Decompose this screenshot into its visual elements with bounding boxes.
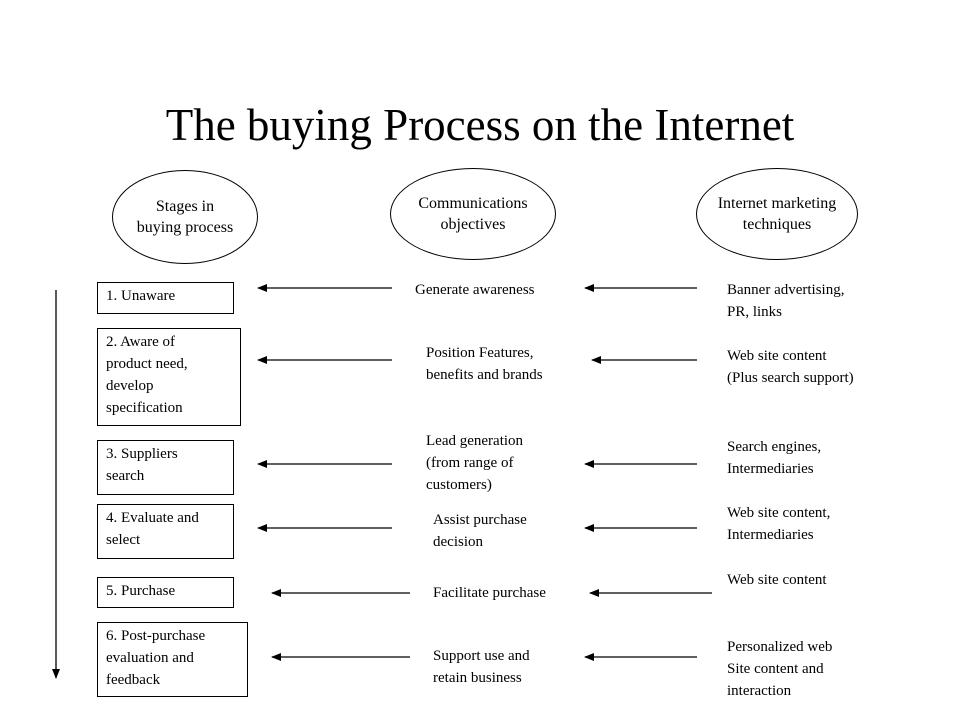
objective-1: Generate awareness [415,282,535,298]
stage-box-3: 3. Suppliers search [97,440,234,495]
technique-3: Search engines, Intermediaries [727,439,822,477]
stage-box-6: 6. Post-purchase evaluation and feedback [97,622,248,697]
stage-box-1: 1. Unaware [97,282,234,314]
objective-4: Assist purchase decision [433,512,527,550]
page-title: The buying Process on the Internet [165,100,795,150]
header-stages: Stages in buying process [112,170,258,264]
technique-5: Web site content [727,572,827,588]
objective-3: Lead generation (from range of customers… [426,433,524,493]
technique-2: Web site content (Plus search support) [727,348,854,386]
stage-box-5: 5. Purchase [97,577,234,608]
stage-box-4: 4. Evaluate and select [97,504,234,559]
technique-1: Banner advertising, PR, links [727,282,845,320]
objective-2: Position Features, benefits and brands [426,345,543,383]
stage-box-2: 2. Aware of product need, develop specif… [97,328,241,426]
objective-6: Support use and retain business [433,648,530,686]
technique-6: Personalized web Site content and intera… [727,639,833,699]
header-techniques: Internet marketing techniques [696,168,858,260]
technique-4: Web site content, Intermediaries [727,505,831,543]
objective-5: Facilitate purchase [433,585,546,601]
header-objectives: Communications objectives [390,168,556,260]
